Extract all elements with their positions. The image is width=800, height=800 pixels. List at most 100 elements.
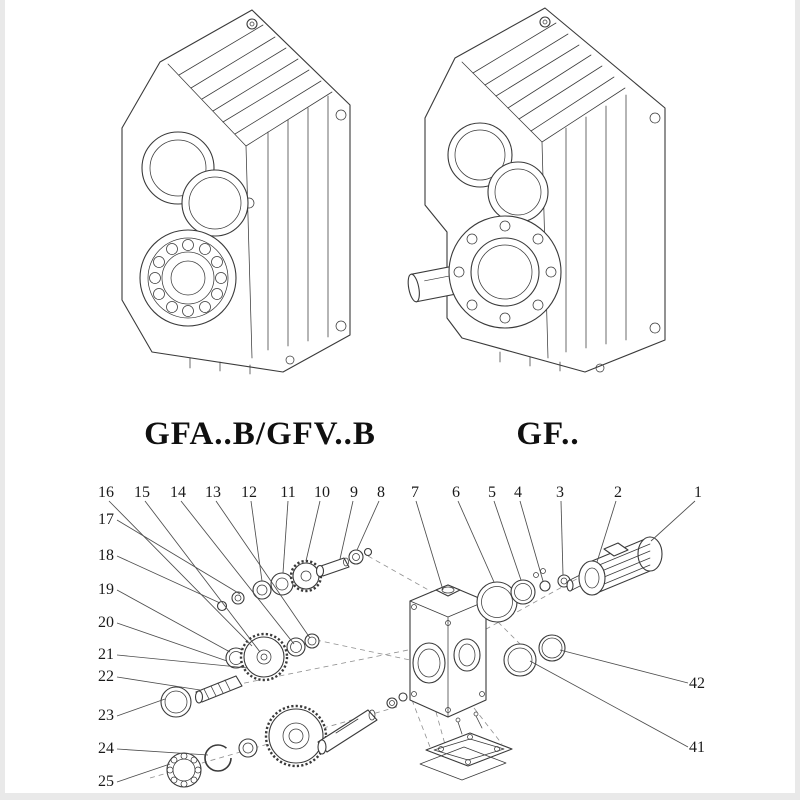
output-flange bbox=[448, 215, 562, 329]
leader-line-6 bbox=[457, 500, 495, 583]
leader-line-7 bbox=[415, 500, 444, 591]
callout-number-19: 19 bbox=[98, 581, 114, 598]
callout-number-16: 16 bbox=[98, 484, 114, 501]
exploded-parts-diagram bbox=[149, 536, 663, 788]
callout-number-5: 5 bbox=[488, 484, 496, 501]
leader-line-11 bbox=[282, 500, 289, 574]
middle-bore bbox=[181, 169, 249, 237]
callout-number-25: 25 bbox=[98, 773, 114, 790]
ball-bearing bbox=[166, 752, 202, 788]
figure-label-left: GFA..B/GFV..B bbox=[144, 416, 376, 452]
screw-hole-icon bbox=[335, 320, 347, 332]
gear-housing bbox=[409, 584, 487, 718]
callout-number-18: 18 bbox=[98, 547, 114, 564]
leader-line-12 bbox=[250, 500, 263, 582]
leader-line-5 bbox=[493, 500, 522, 581]
gearbox-flange-mounted-drawing bbox=[121, 9, 351, 375]
callout-number-6: 6 bbox=[452, 484, 460, 501]
callout-number-23: 23 bbox=[98, 707, 114, 724]
callout-number-12: 12 bbox=[241, 484, 257, 501]
callout-number-8: 8 bbox=[377, 484, 385, 501]
motor-front-face bbox=[578, 560, 606, 596]
leader-line-18 bbox=[116, 555, 221, 604]
mounting-plate bbox=[419, 711, 513, 781]
assembly-axis-line bbox=[469, 575, 583, 639]
leader-line-16 bbox=[108, 500, 253, 647]
spacer bbox=[539, 580, 551, 592]
leader-line-19 bbox=[116, 589, 231, 653]
callout-number-22: 22 bbox=[98, 668, 114, 685]
leader-line-8 bbox=[356, 500, 380, 551]
breather-plug-icon bbox=[539, 16, 551, 28]
seal-rings bbox=[503, 634, 566, 677]
callout-number-24: 24 bbox=[98, 740, 114, 757]
leader-line-17 bbox=[116, 519, 241, 595]
leader-line-14 bbox=[180, 500, 295, 645]
callout-number-42: 42 bbox=[689, 675, 705, 692]
assembly-axis-line bbox=[367, 555, 433, 593]
leader-line-4 bbox=[519, 500, 544, 582]
leader-line-21 bbox=[116, 654, 249, 669]
spacer-ring bbox=[304, 633, 320, 649]
assembly-axis-line bbox=[473, 707, 503, 745]
callout-number-14: 14 bbox=[170, 484, 186, 501]
motor-shaft-end bbox=[566, 579, 574, 592]
leader-line-10 bbox=[305, 500, 321, 562]
leader-line-9 bbox=[339, 500, 354, 560]
leader-line-25 bbox=[116, 763, 171, 783]
middle-bore bbox=[487, 161, 549, 223]
leader-line-2 bbox=[596, 500, 617, 563]
screw-hole-icon bbox=[595, 363, 605, 373]
callout-number-1: 1 bbox=[694, 484, 702, 501]
electric-motor bbox=[566, 536, 663, 596]
assembly-axis-line bbox=[315, 639, 411, 661]
output-bearing bbox=[139, 229, 237, 327]
leader-line-41 bbox=[529, 660, 689, 748]
leader-line-20 bbox=[116, 622, 228, 662]
callout-number-13: 13 bbox=[205, 484, 221, 501]
housing-bore bbox=[453, 638, 481, 672]
leader-line-13 bbox=[215, 500, 311, 639]
callout-number-10: 10 bbox=[314, 484, 330, 501]
leader-line-42 bbox=[559, 649, 689, 684]
gasket bbox=[419, 746, 507, 781]
scan-edge-right bbox=[795, 0, 800, 800]
callout-number-2: 2 bbox=[614, 484, 622, 501]
assembly-axis-line bbox=[435, 711, 447, 749]
leader-line-15 bbox=[144, 500, 261, 653]
input-shaft-subassembly bbox=[216, 547, 373, 612]
leader-line-22 bbox=[116, 676, 201, 691]
adapter-flange-ring bbox=[476, 581, 518, 623]
screw-hole-icon bbox=[335, 109, 347, 121]
terminal-box bbox=[603, 542, 629, 557]
spacer-ring bbox=[286, 637, 306, 657]
screw-hole-icon bbox=[649, 112, 661, 124]
gearbox-solid-shaft-drawing bbox=[407, 7, 666, 373]
retaining-ring bbox=[204, 744, 232, 772]
scan-edge-left bbox=[0, 0, 5, 800]
intermediate-gear-subassembly bbox=[160, 632, 320, 718]
callout-number-41: 41 bbox=[689, 739, 705, 756]
washer bbox=[238, 738, 258, 758]
screw-hole-icon bbox=[649, 322, 661, 334]
callout-number-4: 4 bbox=[514, 484, 522, 501]
callout-number-21: 21 bbox=[98, 646, 114, 663]
callout-number-11: 11 bbox=[280, 484, 295, 501]
callout-number-17: 17 bbox=[98, 511, 114, 528]
breather-plug-icon bbox=[246, 18, 258, 30]
callout-number-3: 3 bbox=[556, 484, 564, 501]
washer bbox=[160, 686, 192, 718]
leader-line-3 bbox=[560, 500, 564, 576]
leader-line-24 bbox=[116, 748, 209, 756]
callout-number-9: 9 bbox=[350, 484, 358, 501]
screw-hole-icon bbox=[285, 355, 295, 365]
leader-line-23 bbox=[116, 698, 166, 717]
callout-number-15: 15 bbox=[134, 484, 150, 501]
figure-label-right: GF.. bbox=[516, 416, 579, 452]
scan-edge-bottom bbox=[0, 793, 800, 800]
output-gear-subassembly bbox=[166, 692, 408, 788]
